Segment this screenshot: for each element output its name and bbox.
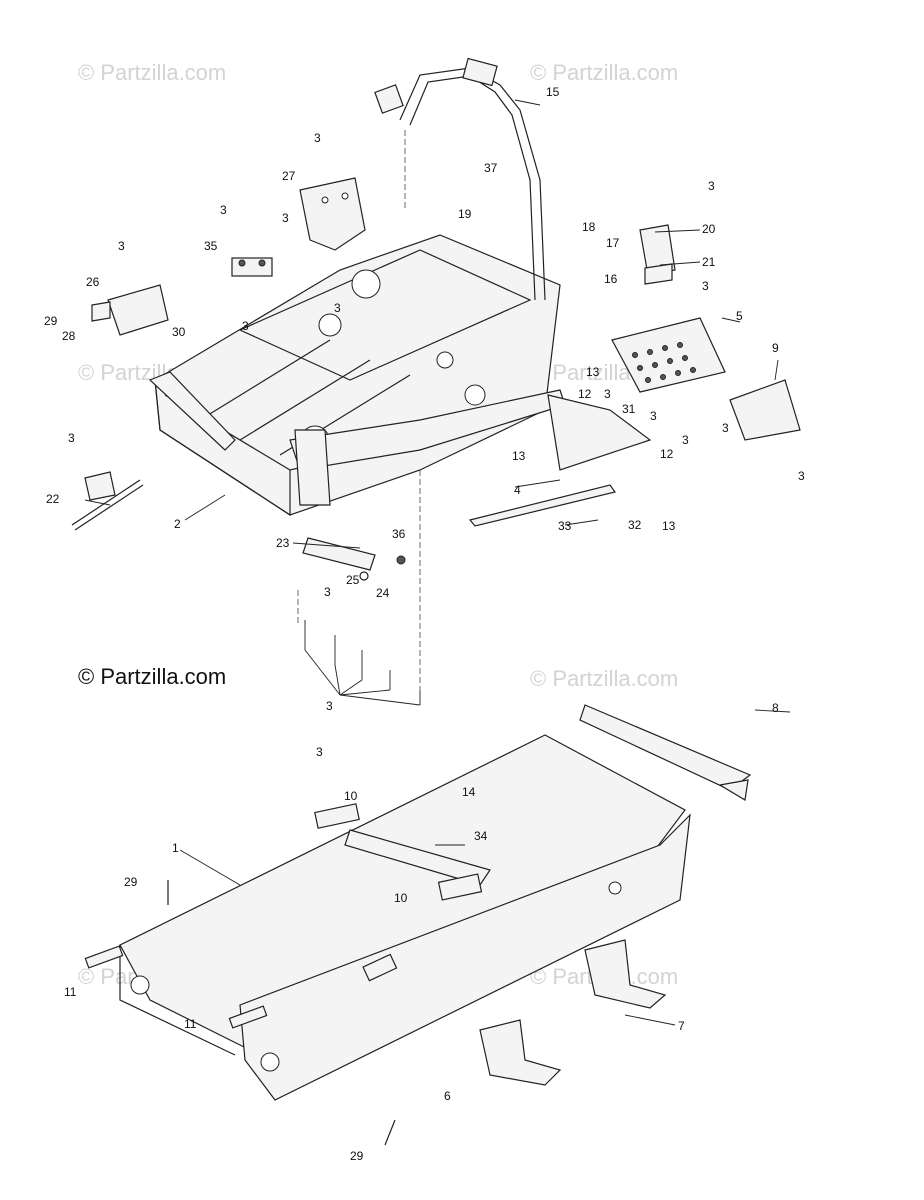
callout-3: 3 [650,409,657,423]
callout-3: 3 [282,211,289,225]
front-frame [148,234,566,517]
callout-21: 21 [702,255,716,269]
callout-3: 3 [702,279,709,293]
callout-13: 13 [586,365,600,379]
callout-4: 4 [514,483,521,497]
watermark: © Partzilla.com [530,666,678,691]
bracket-6 [479,1019,562,1086]
watermark: © Partzilla.com [78,60,226,85]
callout-11: 11 [184,1017,197,1031]
callout-29: 29 [350,1149,364,1163]
callout-36: 36 [392,527,406,541]
hinge-23 [302,537,376,571]
bracket-20 [639,224,676,276]
rivets-3 [304,620,421,706]
callout-3: 3 [326,699,333,713]
clip-28 [91,301,111,322]
callout-27: 27 [282,169,296,183]
callout-10: 10 [394,891,408,905]
callout-29: 29 [44,314,58,328]
callout-3: 3 [798,469,805,483]
plate-8-tab [718,779,749,801]
callout-10: 10 [344,789,358,803]
callout-18: 18 [582,220,596,234]
bumper-5 [611,317,726,393]
callout-13: 13 [512,449,526,463]
callout-17: 17 [606,236,620,250]
callout-28: 28 [62,329,76,343]
callout-29: 29 [124,875,138,889]
callout-12: 12 [660,447,674,461]
callout-8: 8 [772,701,779,715]
bracket-11 [84,945,124,969]
bar-33 [468,484,617,527]
clip-22 [84,471,116,501]
callout-3: 3 [604,387,611,401]
callout-5: 5 [736,309,743,323]
callout-20: 20 [702,222,716,236]
callout-labels: 1 2 3 3 3 3 3 3 3 3 3 3 3 3 3 3 3 3 3 4 … [44,85,805,1163]
callout-25: 25 [346,573,360,587]
callout-15: 15 [546,85,560,99]
callout-3: 3 [708,179,715,193]
bracket-10 [437,873,483,901]
callout-33: 33 [558,519,572,533]
bracket-21 [644,263,673,285]
callout-26: 26 [86,275,100,289]
callout-3: 3 [68,431,75,445]
callout-34: 34 [474,829,488,843]
rod-22 [71,479,144,531]
detail-circle [318,313,342,337]
callout-11: 11 [64,985,77,999]
callout-13: 13 [662,519,676,533]
callout-30: 30 [172,325,186,339]
callout-3: 3 [314,131,321,145]
callout-24: 24 [376,586,390,600]
callout-35: 35 [204,239,218,253]
callout-6: 6 [444,1089,451,1103]
callout-37: 37 [484,161,498,175]
callout-2: 2 [174,517,181,531]
callout-3: 3 [316,745,323,759]
callout-1: 1 [172,841,179,855]
callout-12: 12 [578,387,592,401]
detail-circle [351,269,381,299]
copyright-notice: © Partzilla.com [78,664,227,689]
bracket-4 [547,394,652,471]
callout-22: 22 [46,492,60,506]
callout-14: 14 [462,785,476,799]
callout-31: 31 [622,402,636,416]
steering-support [374,57,546,301]
callout-3: 3 [324,585,331,599]
bracket-9 [729,379,801,441]
callout-19: 19 [458,207,472,221]
callout-23: 23 [276,536,290,550]
bracket-10 [314,803,360,829]
bracket-35 [231,257,273,277]
callout-3: 3 [242,319,249,333]
callout-7: 7 [678,1019,685,1033]
callout-16: 16 [604,272,618,286]
callout-32: 32 [628,518,642,532]
tunnel [119,734,691,1101]
watermark: © Partzilla.com [530,60,678,85]
callout-3: 3 [220,203,227,217]
plate-26 [107,284,169,336]
frame-hole [436,351,454,369]
callout-3: 3 [682,433,689,447]
frame-hole [464,384,486,406]
leader-lines [84,99,791,1026]
bracket-27 [299,177,366,251]
callout-3: 3 [722,421,729,435]
bumper-holes [632,342,696,383]
bracket-7 [584,939,667,1009]
bracket-11 [228,1005,268,1029]
callout-9: 9 [772,341,779,355]
callout-3: 3 [118,239,125,253]
callout-3: 3 [334,301,341,315]
